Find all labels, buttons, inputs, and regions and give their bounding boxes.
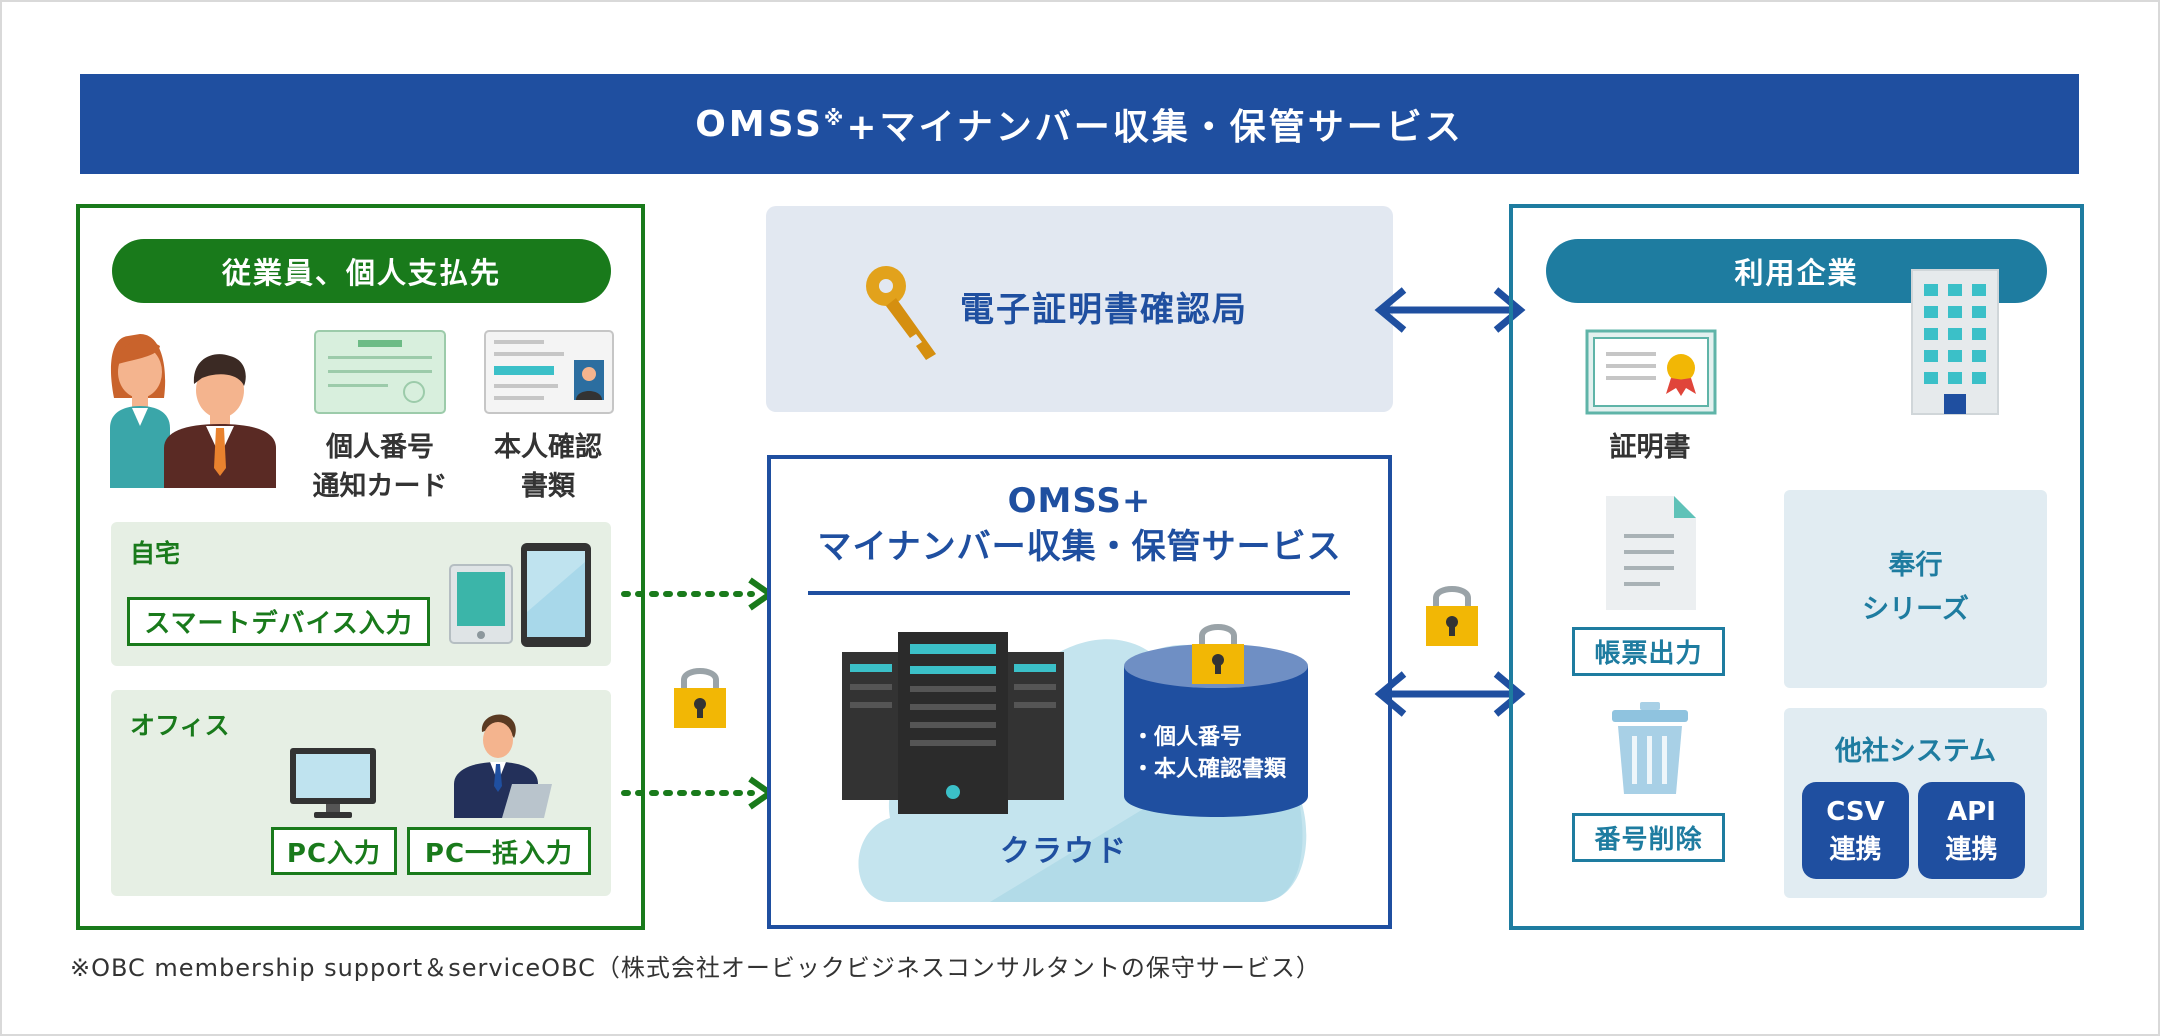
cloud-label: クラウド (1000, 834, 1128, 869)
lock-icon (1426, 586, 1478, 646)
id-card-label-line2: 通知カード (312, 471, 448, 502)
id-card-icon (314, 330, 446, 414)
home-title: 自宅 (130, 539, 181, 568)
office-worker-icon (454, 714, 552, 818)
banner-title: OMSS※+マイナンバー収集・保管サービス (80, 74, 2079, 174)
id-document-icon (484, 330, 614, 414)
api-integration-line2: 連携 (1945, 834, 1998, 865)
pc-input-button[interactable]: PC入力 (271, 827, 397, 875)
lock-icon (674, 668, 726, 728)
db-item-my-number: ・個人番号 (1132, 725, 1243, 750)
db-item-id-documents: ・本人確認書類 (1132, 757, 1287, 782)
employee-panel (76, 204, 645, 930)
footnote: ※OBC membership support＆serviceOBC（株式会社オ… (70, 954, 1321, 982)
monitor-icon (290, 748, 376, 818)
csv-integration-tile[interactable]: CSV 連携 (1802, 782, 1909, 879)
id-card-label: 個人番号 通知カード (300, 428, 460, 506)
double-arrow-icon (1374, 671, 1526, 717)
omss-cloud-title-line2: マイナンバー収集・保管サービス (817, 527, 1342, 567)
bugyo-series-line2: シリーズ (1862, 594, 1969, 625)
smartphone-tablet-icon (521, 543, 591, 647)
key-icon (866, 266, 936, 360)
banner-title-main: OMSS (695, 103, 824, 145)
company-panel (1509, 204, 2084, 930)
double-arrow-icon (1374, 287, 1526, 333)
cert-authority-label: 電子証明書確認局 (960, 290, 1248, 330)
title-underline (808, 591, 1350, 595)
omss-cloud-title: OMSS+ マイナンバー収集・保管サービス (767, 478, 1392, 570)
banner-title-mark: ※ (823, 106, 847, 130)
bugyo-series-line1: 奉行 (1888, 550, 1943, 581)
server-icon (842, 632, 1064, 814)
tablet-icon (449, 564, 513, 644)
certificate-icon (1585, 329, 1717, 415)
form-output-button[interactable]: 帳票出力 (1572, 627, 1725, 676)
banner-title-rest: +マイナンバー収集・保管サービス (846, 107, 1464, 148)
bugyo-series-label: 奉行 シリーズ (1784, 544, 2047, 632)
people-icon (110, 334, 276, 488)
document-icon (1606, 496, 1696, 610)
employee-header: 従業員、個人支払先 (112, 239, 611, 303)
csv-integration-line2: 連携 (1829, 834, 1882, 865)
id-document-label: 本人確認 書類 (468, 428, 628, 506)
smart-device-input-button[interactable]: スマートデバイス入力 (127, 597, 430, 646)
database-contents: ・個人番号 ・本人確認書類 (1132, 722, 1286, 786)
lock-icon (1192, 624, 1244, 684)
building-icon (1911, 269, 1999, 415)
office-title: オフィス (130, 711, 230, 740)
other-system-label: 他社システム (1834, 736, 1997, 767)
api-integration-line1: API (1947, 796, 1996, 827)
csv-integration-line1: CSV (1826, 796, 1885, 827)
cert-authority-panel (766, 206, 1393, 412)
id-document-label-line1: 本人確認 (494, 432, 602, 463)
bugyo-series-panel (1784, 490, 2047, 688)
certificate-label: 証明書 (1609, 432, 1691, 463)
api-integration-tile[interactable]: API 連携 (1918, 782, 2025, 879)
pc-bulk-input-button[interactable]: PC一括入力 (407, 827, 591, 875)
id-document-label-line2: 書類 (521, 471, 575, 502)
omss-cloud-title-line1: OMSS+ (1007, 481, 1152, 521)
dotted-arrow-icon (621, 776, 776, 810)
dotted-arrow-icon (621, 577, 776, 611)
id-card-label-line1: 個人番号 (326, 432, 434, 463)
number-delete-button[interactable]: 番号削除 (1572, 813, 1725, 862)
trash-icon (1612, 702, 1688, 794)
